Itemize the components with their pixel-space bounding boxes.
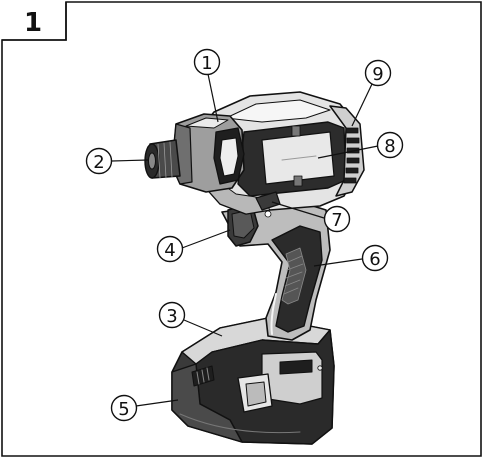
figure-frame: [1, 1, 482, 457]
callout-label: 4: [164, 240, 175, 261]
callout-label: 5: [118, 399, 129, 420]
main-housing: [199, 91, 359, 215]
callout-2: 2: [85, 147, 113, 175]
callout-7: 7: [323, 205, 351, 233]
trigger: [227, 203, 259, 247]
callout-label: 8: [384, 136, 395, 157]
figure-number: 1: [24, 8, 42, 38]
grip-texture: [281, 247, 307, 305]
callout-label: 2: [93, 152, 104, 173]
callout-8: 8: [376, 131, 404, 159]
callout-9: 9: [364, 59, 392, 87]
callout-4: 4: [156, 235, 184, 263]
front-nose: [171, 113, 245, 193]
callout-6: 6: [361, 244, 389, 272]
callout-label: 3: [166, 306, 177, 327]
impact-driver-illustration: [144, 91, 365, 445]
battery-pack: [171, 317, 335, 445]
callout-label: 9: [372, 64, 383, 85]
callout-label: 7: [331, 210, 342, 231]
callout-5: 5: [110, 394, 138, 422]
callout-label: 6: [369, 249, 380, 270]
callout-3: 3: [158, 301, 186, 329]
bit-holder-chuck: [144, 139, 181, 179]
callout-1: 1: [193, 48, 221, 76]
callout-label: 1: [201, 53, 212, 74]
leader-lines: [111, 73, 379, 407]
